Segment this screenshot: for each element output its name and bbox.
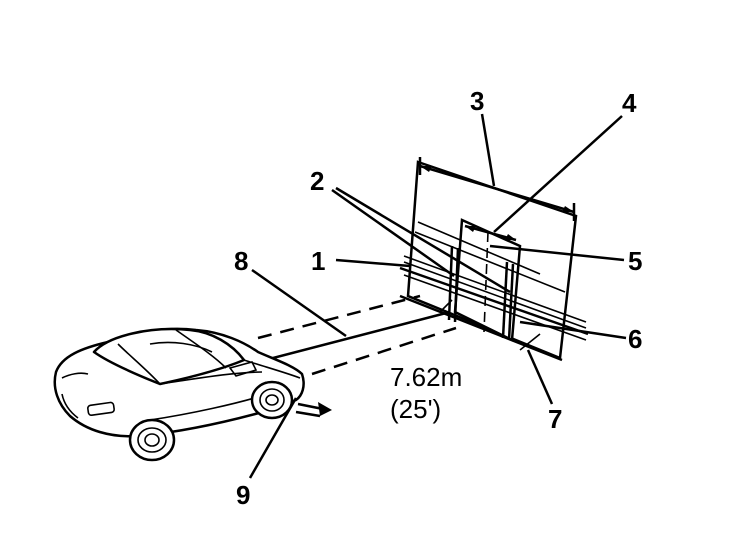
wheel-direction-arrow (295, 402, 332, 418)
callout-8: 8 (234, 246, 248, 276)
callout-4: 4 (622, 88, 637, 118)
aiming-screen (399, 160, 589, 362)
distance-imperial: (25') (390, 394, 441, 424)
callout-2: 2 (310, 166, 324, 196)
callout-3: 3 (470, 86, 484, 116)
leader-lines (248, 113, 627, 479)
vehicle-roof (92, 327, 246, 386)
callout-6: 6 (628, 324, 642, 354)
dimension-headlamp-spacing (464, 224, 517, 242)
dimension-screen-width (418, 157, 576, 221)
rear-wheel (128, 418, 176, 462)
sight-lines (249, 294, 457, 376)
front-wheel (250, 380, 294, 420)
callout-5: 5 (628, 246, 642, 276)
headlamp (228, 361, 258, 377)
vehicle (53, 327, 305, 462)
callout-7: 7 (548, 404, 562, 434)
callout-1: 1 (311, 246, 325, 276)
callout-9: 9 (236, 480, 250, 510)
distance-metric: 7.62m (390, 362, 462, 392)
